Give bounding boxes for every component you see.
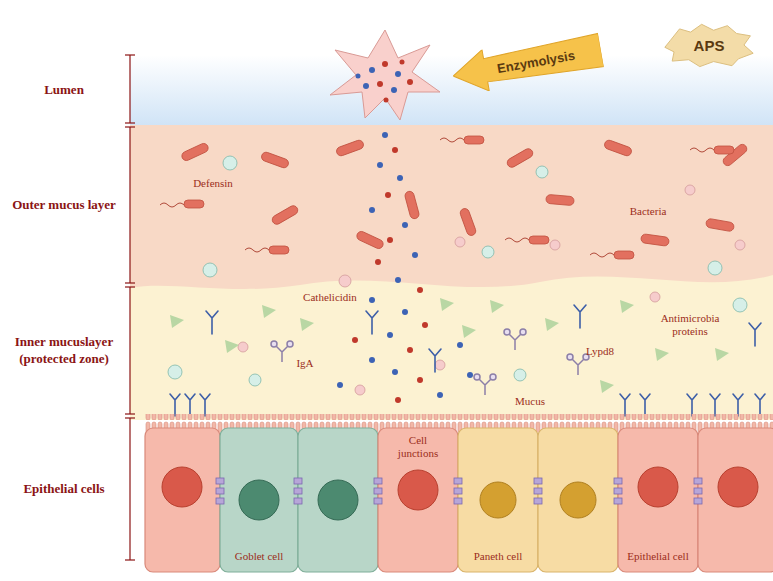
powder-outline (665, 24, 753, 66)
bacteria-label: Bacteria (617, 205, 679, 218)
iga-label: IgA (289, 357, 321, 370)
outer-mucus-band: Outer mucus layer (130, 125, 773, 285)
paneth-cell-label: Paneth cell (462, 550, 534, 563)
cathelicidin-label: Cathelicidin (290, 291, 370, 304)
lumen-band: Lumen (130, 55, 773, 125)
layer-label: Epithelial cells (3, 481, 125, 498)
epithelial-cell-label: Epithelial cell (620, 550, 696, 563)
layer-label: Inner mucuslayer (protected zone) (3, 334, 125, 368)
antimicrobial-label: Antimicrobia proteins (654, 312, 726, 338)
lypd8-label: Lypd8 (578, 345, 622, 358)
mucus-label: Mucus (507, 395, 553, 408)
layer-label: Outer mucus layer (3, 197, 125, 214)
arrow-outline (449, 29, 604, 96)
aps-blob: APS (663, 22, 755, 68)
inner-mucus-band: Inner mucuslayer (protected zone) (130, 285, 773, 416)
enzymolysis-arrow: Enzymolysis (449, 29, 604, 96)
junction-label: Cell junctions (390, 434, 446, 460)
layer-label: Lumen (3, 82, 125, 99)
defensin-label: Defensin (181, 177, 245, 190)
epithelium-band: Epithelial cells (130, 418, 773, 560)
aps-label: APS (694, 37, 725, 54)
goblet-cell-label: Goblet cell (223, 550, 295, 563)
